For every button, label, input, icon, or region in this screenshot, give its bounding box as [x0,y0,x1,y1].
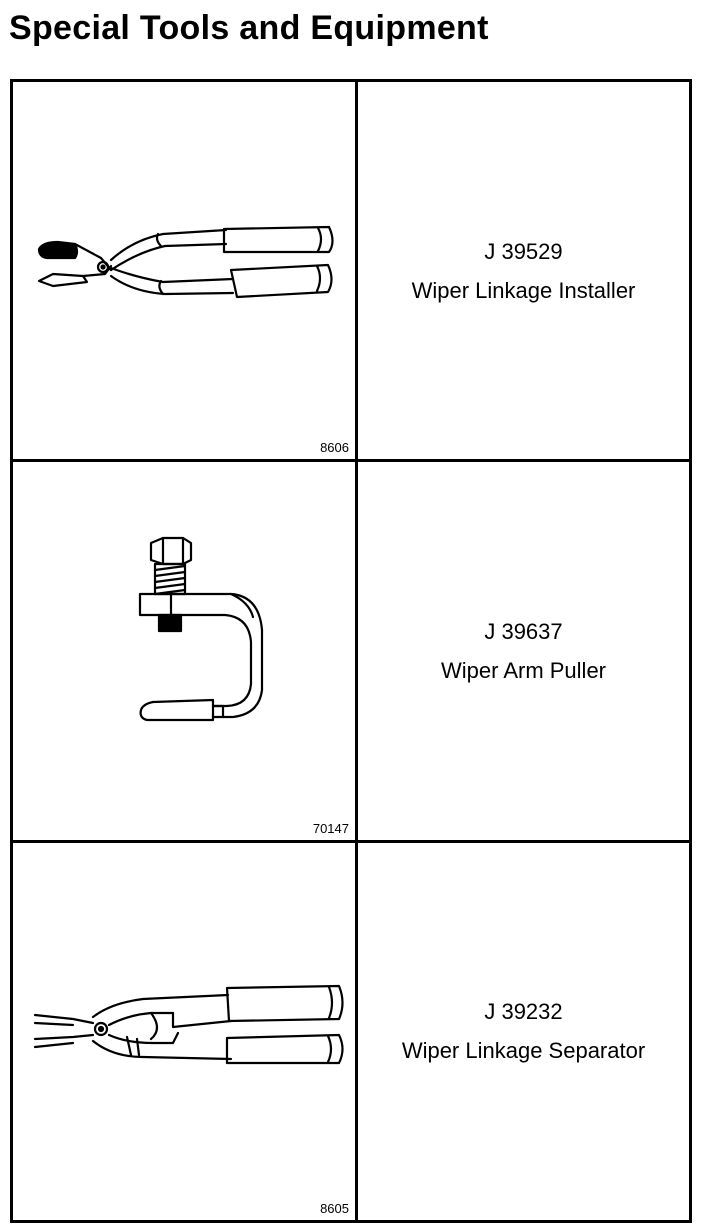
tool-description-cell: J 39637 Wiper Arm Puller [358,462,689,839]
tool-row-separator: 8605 J 39232 Wiper Linkage Separator [13,842,689,1220]
tool-name: Wiper Linkage Installer [411,277,636,303]
tool-part-number: J 39232 [484,999,563,1025]
tool-name: Wiper Arm Puller [440,657,607,683]
tool-name: Wiper Linkage Separator [401,1038,646,1064]
wiper-linkage-installer-illustration [37,225,334,299]
tool-row-installer: 8606 J 39529 Wiper Linkage Installer [13,82,689,463]
tool-part-number: J 39637 [484,618,563,644]
figure-number: 8606 [320,440,349,456]
special-tools-table: 8606 J 39529 Wiper Linkage Installer [10,79,692,1223]
wiper-linkage-separator-illustration [33,984,344,1064]
figure-number: 70147 [312,820,349,836]
tool-image-cell: 8605 [13,842,358,1220]
wiper-arm-puller-illustration [138,537,264,722]
tool-part-number: J 39529 [484,238,563,264]
tool-image-cell: 8606 [13,82,358,460]
tool-description-cell: J 39529 Wiper Linkage Installer [358,82,689,459]
tool-image-cell: 70147 [13,462,358,840]
page-title: Special Tools and Equipment [9,9,489,47]
figure-number: 8605 [320,1200,349,1216]
tool-row-puller: 70147 J 39637 Wiper Arm Puller [13,462,689,843]
tool-description-cell: J 39232 Wiper Linkage Separator [358,843,689,1220]
